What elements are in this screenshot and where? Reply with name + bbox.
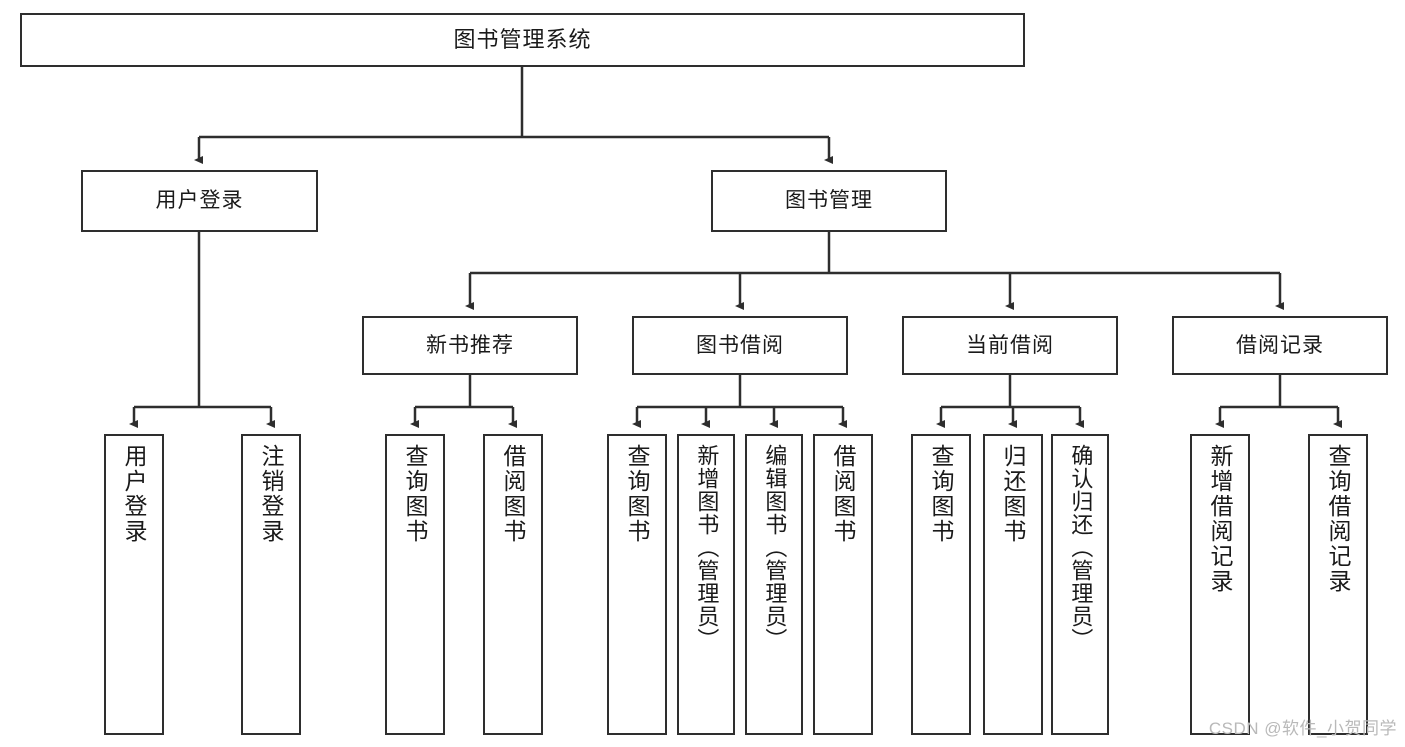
node-root-system[interactable]: 图书管理系统 bbox=[20, 13, 1025, 67]
node-leaf-add-borrow-record[interactable]: 新增借阅记录 bbox=[1190, 434, 1250, 735]
node-root-label: 图书管理系统 bbox=[453, 26, 592, 52]
node-leaf-borrow-book[interactable]: 借阅图书 bbox=[813, 434, 873, 735]
node-leaf-query-borrow-record[interactable]: 查询借阅记录 bbox=[1308, 434, 1368, 735]
node-borrow-record[interactable]: 借阅记录 bbox=[1172, 316, 1388, 375]
node-new-book-recommend-label: 新书推荐 bbox=[426, 333, 514, 357]
node-leaf-logout-login-label: 注销登录 bbox=[258, 444, 285, 544]
node-leaf-borrow-book-recommend-label: 借阅图书 bbox=[500, 444, 527, 544]
node-leaf-return-book[interactable]: 归还图书 bbox=[983, 434, 1043, 735]
node-leaf-confirm-return-admin-label: 确认归还（管理员） bbox=[1068, 444, 1094, 651]
node-leaf-query-book-borrow-label: 查询图书 bbox=[624, 444, 651, 544]
node-borrow-record-label: 借阅记录 bbox=[1236, 333, 1324, 357]
node-leaf-borrow-book-label: 借阅图书 bbox=[830, 444, 857, 544]
node-leaf-user-login[interactable]: 用户登录 bbox=[104, 434, 164, 735]
node-book-manage[interactable]: 图书管理 bbox=[711, 170, 947, 232]
node-book-manage-label: 图书管理 bbox=[785, 189, 873, 213]
node-leaf-query-book-recommend[interactable]: 查询图书 bbox=[385, 434, 445, 735]
node-leaf-query-borrow-record-label: 查询借阅记录 bbox=[1325, 444, 1352, 594]
node-user-login[interactable]: 用户登录 bbox=[81, 170, 318, 232]
node-leaf-confirm-return-admin[interactable]: 确认归还（管理员） bbox=[1051, 434, 1109, 735]
node-current-borrow-label: 当前借阅 bbox=[966, 333, 1054, 357]
node-leaf-logout-login[interactable]: 注销登录 bbox=[241, 434, 301, 735]
watermark-text: CSDN @软件_小贺同学 bbox=[1208, 719, 1397, 738]
node-leaf-edit-book-admin-label: 编辑图书（管理员） bbox=[762, 444, 788, 651]
node-book-borrow-label: 图书借阅 bbox=[696, 333, 784, 357]
node-book-borrow[interactable]: 图书借阅 bbox=[632, 316, 848, 375]
node-leaf-query-book-borrow[interactable]: 查询图书 bbox=[607, 434, 667, 735]
node-leaf-return-book-label: 归还图书 bbox=[1000, 444, 1027, 544]
node-leaf-add-book-admin[interactable]: 新增图书（管理员） bbox=[677, 434, 735, 735]
node-leaf-add-borrow-record-label: 新增借阅记录 bbox=[1207, 444, 1234, 594]
node-leaf-edit-book-admin[interactable]: 编辑图书（管理员） bbox=[745, 434, 803, 735]
node-leaf-query-book-recommend-label: 查询图书 bbox=[402, 444, 429, 544]
node-current-borrow[interactable]: 当前借阅 bbox=[902, 316, 1118, 375]
node-leaf-user-login-label: 用户登录 bbox=[121, 444, 148, 544]
node-new-book-recommend[interactable]: 新书推荐 bbox=[362, 316, 578, 375]
node-leaf-borrow-book-recommend[interactable]: 借阅图书 bbox=[483, 434, 543, 735]
node-user-login-label: 用户登录 bbox=[155, 189, 244, 213]
node-leaf-query-book-current-label: 查询图书 bbox=[928, 444, 955, 544]
node-leaf-add-book-admin-label: 新增图书（管理员） bbox=[694, 444, 720, 651]
node-leaf-query-book-current[interactable]: 查询图书 bbox=[911, 434, 971, 735]
